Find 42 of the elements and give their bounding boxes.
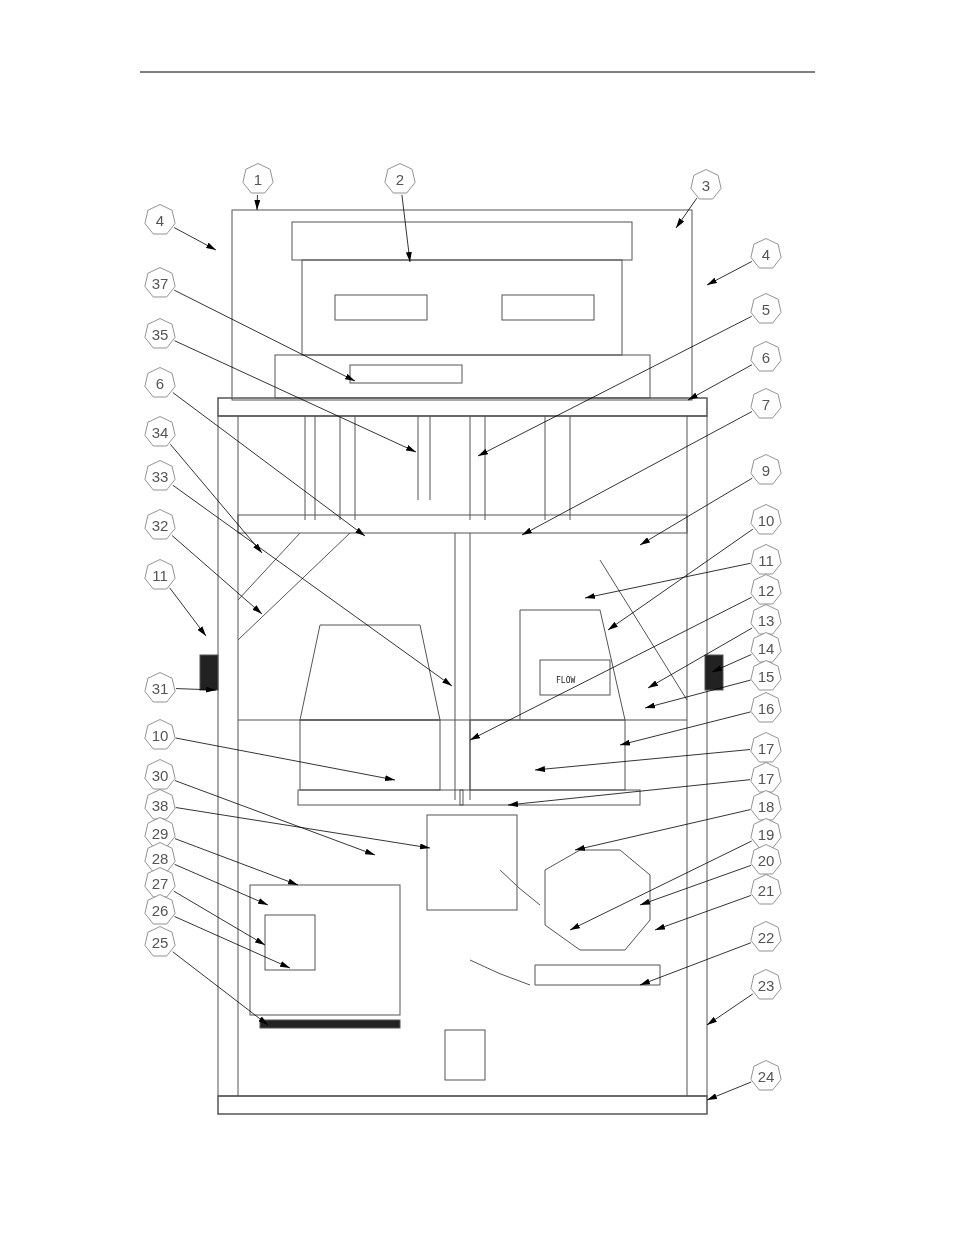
callout-number: 4 [750, 238, 782, 270]
callout-number: 34 [144, 416, 176, 448]
callout-number: 3 [690, 169, 722, 201]
callout-number: 30 [144, 759, 176, 791]
callout-number: 14 [750, 632, 782, 664]
callout-number: 13 [750, 604, 782, 636]
callout-number: 26 [144, 894, 176, 926]
callout-number: 33 [144, 460, 176, 492]
flow-marking: FLOW [556, 676, 576, 685]
callout-number: 23 [750, 969, 782, 1001]
callout-number: 18 [750, 790, 782, 822]
callout-number: 4 [144, 204, 176, 236]
callout-number: 29 [144, 817, 176, 849]
callout-number: 5 [750, 293, 782, 325]
callout-number: 27 [144, 867, 176, 899]
callout-number: 2 [384, 163, 416, 195]
callout-number: 6 [750, 341, 782, 373]
callout-number: 10 [144, 719, 176, 751]
callout-number: 21 [750, 874, 782, 906]
callout-number: 31 [144, 672, 176, 704]
callout-number: 6 [144, 367, 176, 399]
callout-number: 15 [750, 660, 782, 692]
callout-number: 38 [144, 789, 176, 821]
callout-number: 24 [750, 1060, 782, 1092]
callout-number: 11 [144, 559, 176, 591]
callout-number: 35 [144, 318, 176, 350]
callout-number: 20 [750, 844, 782, 876]
callout-number: 22 [750, 921, 782, 953]
callout-number: 10 [750, 504, 782, 536]
callout-number: 11 [750, 544, 782, 576]
callout-number: 25 [144, 926, 176, 958]
callout-number: 12 [750, 574, 782, 606]
callout-number: 16 [750, 692, 782, 724]
callout-number: 17 [750, 732, 782, 764]
callout-number: 37 [144, 267, 176, 299]
callout-number: 19 [750, 818, 782, 850]
callout-number: 1 [242, 163, 274, 195]
callout-number: 9 [750, 454, 782, 486]
callout-number: 17 [750, 762, 782, 794]
callout-number: 7 [750, 388, 782, 420]
callout-number: 32 [144, 509, 176, 541]
callout-number: 28 [144, 842, 176, 874]
